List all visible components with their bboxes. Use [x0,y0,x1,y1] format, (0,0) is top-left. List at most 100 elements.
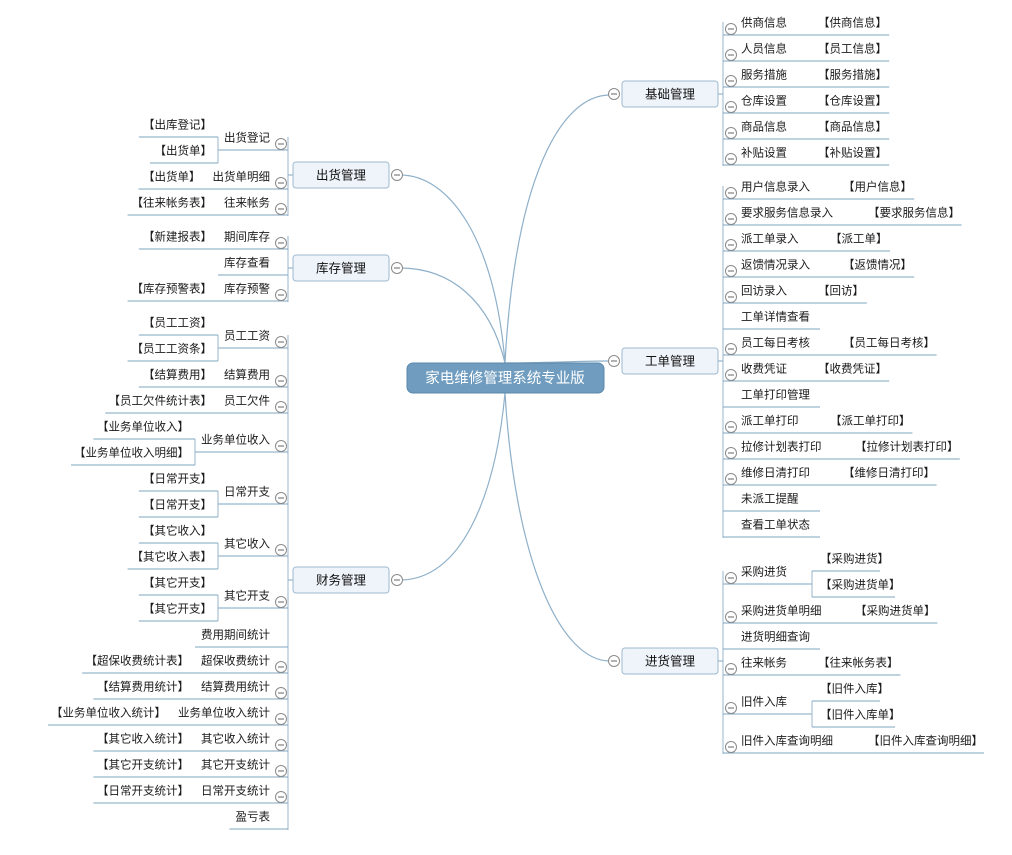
caiwu-item-toggle-icon[interactable] [275,440,287,452]
caiwu-item-tag: 【其它收入】 [143,524,212,538]
caiwu-item-tag: 【日常开支统计】 [97,784,189,798]
jichu-item-toggle-icon[interactable] [725,101,737,113]
jichu-item-tag: 【员工信息】 [818,42,887,56]
gongdan-item-toggle-icon[interactable] [725,421,737,433]
caiwu-item-toggle-icon[interactable] [275,661,287,673]
chuhuo-item-toggle-icon[interactable] [275,203,287,215]
section-label: 进货管理 [645,654,696,669]
chuhuo-item-tag: 【往来帐务表】 [132,196,213,210]
jichu-collapse-icon[interactable] [608,88,620,100]
jichu-item-tag: 【供商信息】 [818,16,887,30]
jichu-item-label: 供商信息 [741,16,787,30]
caiwu-item-tag: 【其它开支统计】 [97,758,189,772]
gongdan-item-toggle-icon[interactable] [725,187,737,199]
caiwu-item-toggle-icon[interactable] [275,596,287,608]
caiwu-item-toggle-icon[interactable] [275,791,287,803]
chuhuo-item-label: 出货单明细 [213,170,271,184]
gongdan-item-label: 派工单打印 [741,414,799,428]
section-box [292,254,390,282]
section-jinhuo[interactable]: 进货管理 [621,647,719,675]
gongdan-item-label: 收费凭证 [741,362,787,376]
caiwu-item-toggle-icon[interactable] [275,375,287,387]
jichu-item-toggle-icon[interactable] [725,23,737,35]
gongdan-item-toggle-icon[interactable] [725,447,737,459]
caiwu-item-toggle-icon[interactable] [275,713,287,725]
caiwu-item-tag: 【结算费用】 [143,368,212,382]
jinhuo-item-tag: 【采购进货单】 [855,604,936,618]
kucun-item-toggle-icon[interactable] [275,237,287,249]
kucun-collapse-icon[interactable] [391,262,403,274]
caiwu-item-toggle-icon[interactable] [275,401,287,413]
caiwu-item-toggle-icon[interactable] [275,765,287,777]
jinhuo-item-toggle-icon[interactable] [725,611,737,623]
kucun-item-label: 库存查看 [224,256,270,270]
jinhuo-item-toggle-icon[interactable] [725,663,737,675]
caiwu-item-label: 超保收费统计 [201,654,270,668]
caiwu-item-tag: 【日常开支】 [143,472,212,486]
jinhuo-item-tag: 【旧件入库单】 [820,708,901,722]
caiwu-item-toggle-icon[interactable] [275,336,287,348]
gongdan-item-toggle-icon[interactable] [725,265,737,277]
section-chuhuo[interactable]: 出货管理 [292,161,390,189]
caiwu-item-tag: 【其它开支】 [143,576,212,590]
jinhuo-item-toggle-icon[interactable] [725,572,737,584]
gongdan-item-toggle-icon[interactable] [725,343,737,355]
curve-chuhuo [399,174,506,364]
caiwu-item-toggle-icon[interactable] [275,492,287,504]
caiwu-item-tag: 【日常开支】 [143,498,212,512]
caiwu-item-label: 其它开支 [224,589,270,603]
gongdan-item-label: 查看工单状态 [741,518,810,532]
curve-kucun [399,267,506,364]
section-box [621,647,719,675]
jinhuo-item-toggle-icon[interactable] [725,702,737,714]
gongdan-item-toggle-icon[interactable] [725,291,737,303]
section-caiwu[interactable]: 财务管理 [292,566,390,594]
caiwu-item-tag: 【业务单位收入】 [97,420,189,434]
jichu-item-tag: 【仓库设置】 [818,94,887,108]
caiwu-item-tag: 【业务单位收入统计】 [51,706,166,720]
jinhuo-item-label: 往来帐务 [741,656,787,670]
gongdan-item-label: 回访录入 [741,284,787,298]
jichu-item-label: 补贴设置 [741,146,787,160]
caiwu-item-toggle-icon[interactable] [275,687,287,699]
caiwu-item-toggle-icon[interactable] [275,739,287,751]
caiwu-collapse-icon[interactable] [391,574,403,586]
gongdan-item-toggle-icon[interactable] [725,369,737,381]
jichu-item-toggle-icon[interactable] [725,153,737,165]
section-kucun[interactable]: 库存管理 [292,254,390,282]
caiwu-item-tag: 【其它开支】 [143,602,212,616]
chuhuo-collapse-icon[interactable] [391,169,403,181]
kucun-item-tag: 【库存预警表】 [132,282,213,296]
caiwu-item-label: 员工欠件 [224,394,270,408]
jinhuo-item-label: 采购进货 [741,565,787,579]
jinhuo-item-toggle-icon[interactable] [725,741,737,753]
root-node[interactable]: 家电维修管理系统专业版 [406,362,605,394]
gongdan-item-toggle-icon[interactable] [725,213,737,225]
jichu-item-toggle-icon[interactable] [725,75,737,87]
jichu-item-toggle-icon[interactable] [725,127,737,139]
gongdan-item-label: 工单打印管理 [741,388,810,402]
gongdan-item-toggle-icon[interactable] [725,473,737,485]
caiwu-item-toggle-icon[interactable] [275,544,287,556]
gongdan-item-tag: 【派工单打印】 [830,414,911,428]
caiwu-item-label: 日常开支统计 [201,784,270,798]
section-gongdan[interactable]: 工单管理 [621,347,719,375]
chuhuo-item-toggle-icon[interactable] [275,138,287,150]
gongdan-item-tag: 【回访】 [818,284,864,298]
gongdan-item-toggle-icon[interactable] [725,239,737,251]
jichu-item-label: 仓库设置 [741,94,787,108]
gongdan-item-label: 派工单录入 [741,232,799,246]
jichu-item-toggle-icon[interactable] [725,49,737,61]
section-label: 基础管理 [645,87,696,102]
jinhuo-item-label: 旧件入库查询明细 [741,734,833,748]
kucun-item-toggle-icon[interactable] [275,289,287,301]
gongdan-collapse-icon[interactable] [608,355,620,367]
jinhuo-collapse-icon[interactable] [608,655,620,667]
chuhuo-item-toggle-icon[interactable] [275,177,287,189]
section-jichu[interactable]: 基础管理 [621,80,719,108]
caiwu-item-label: 结算费用 [224,368,270,382]
caiwu-item-tag: 【业务单位收入明细】 [74,446,189,460]
gongdan-item-label: 返馈情况录入 [741,258,810,272]
gongdan-item-tag: 【收费凭证】 [818,362,887,376]
caiwu-item-tag: 【员工欠件统计表】 [109,394,213,408]
